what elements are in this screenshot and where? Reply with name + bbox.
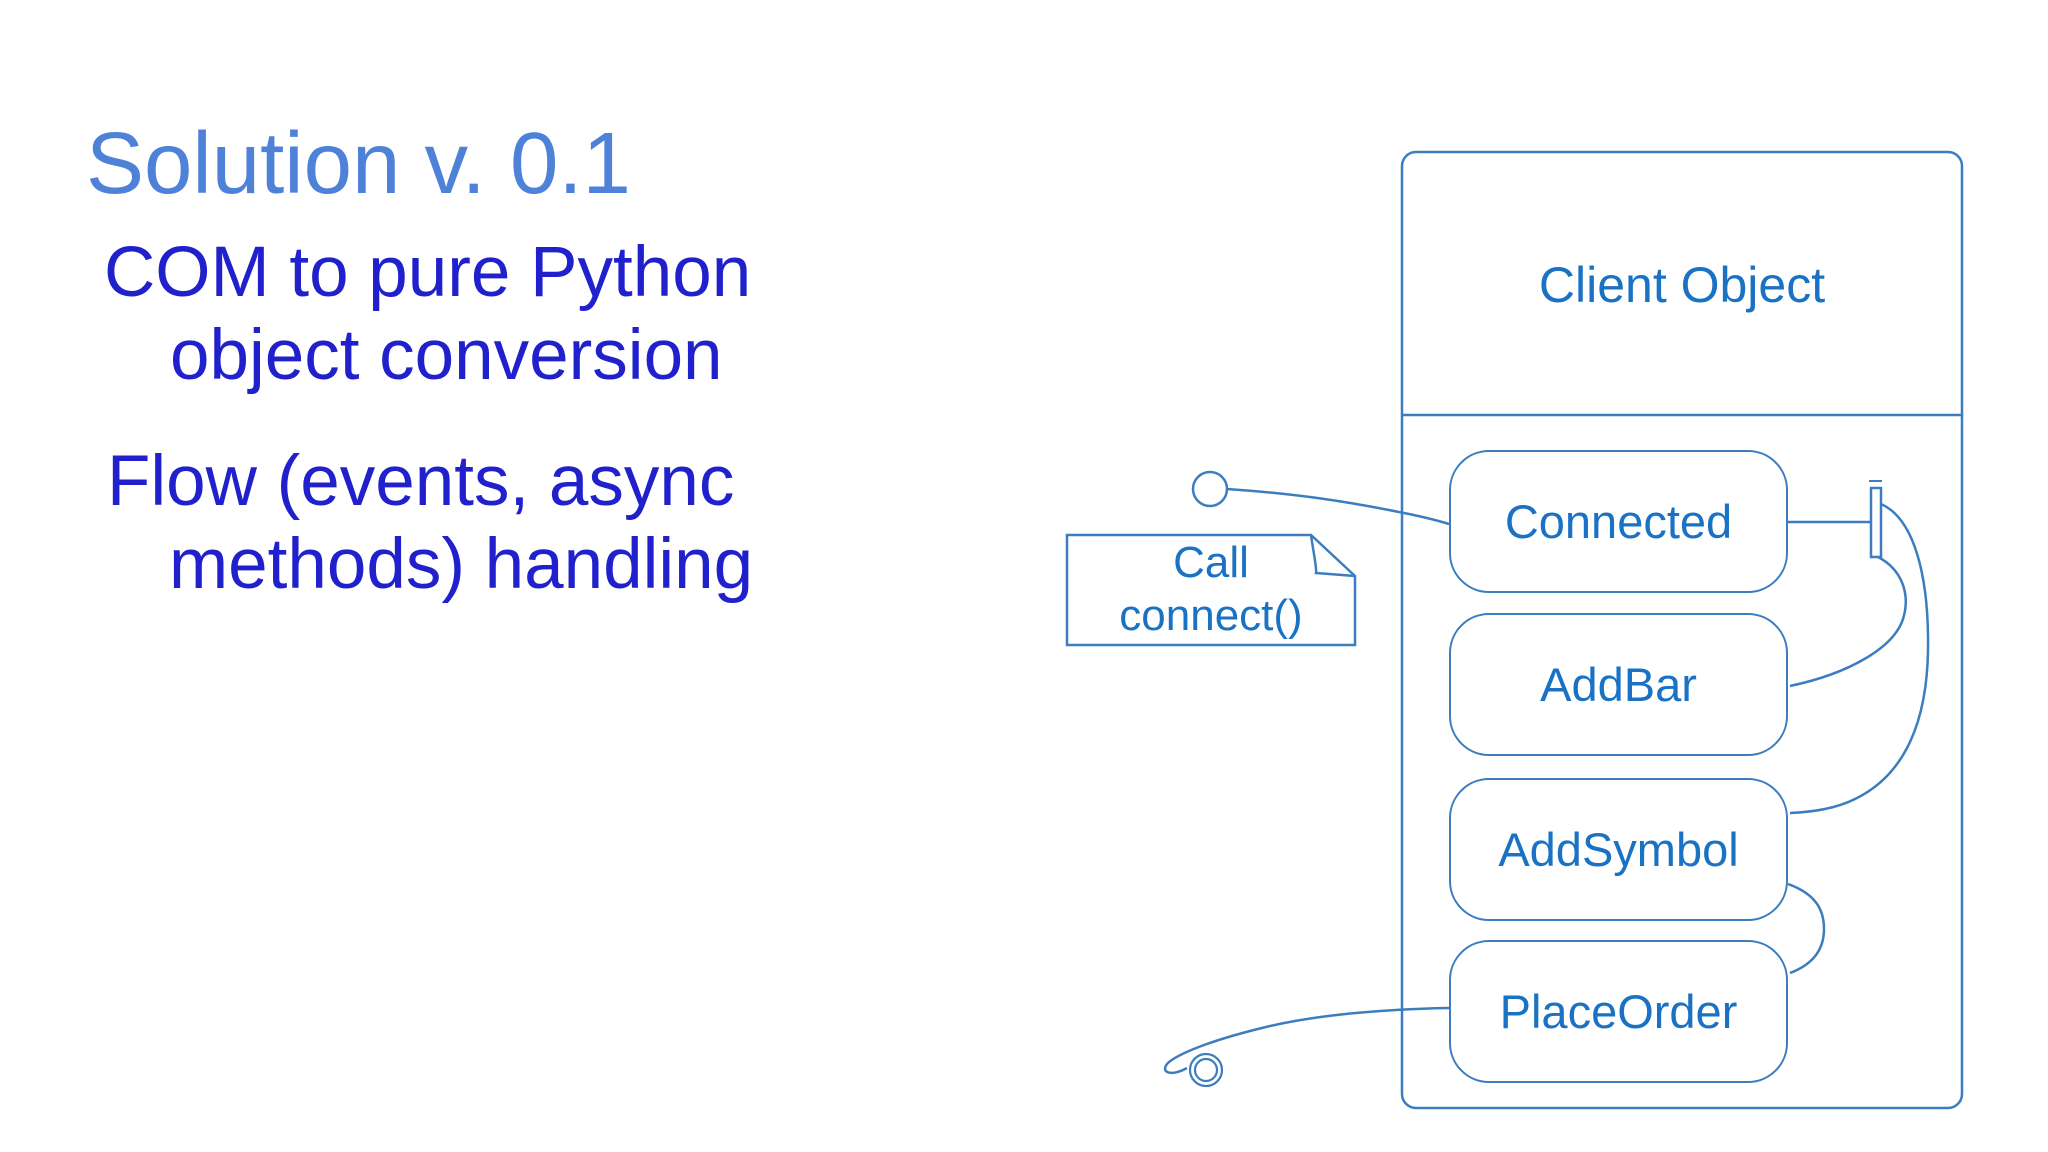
note-line: Call — [1173, 538, 1249, 588]
connector-socket-to-addbar — [1790, 557, 1906, 686]
connector-circle-to-connected — [1227, 489, 1449, 524]
connector-socket-to-addsymbol — [1790, 504, 1928, 813]
method-box-addsymbol: AddSymbol — [1449, 778, 1788, 921]
connect-interface-circle — [1193, 472, 1227, 506]
method-box-connected: Connected — [1449, 450, 1788, 593]
bullet-line: Flow (events, async — [107, 442, 735, 521]
note-fold — [1311, 535, 1355, 576]
bullet-flow-handling: Flow (events, async methods) handling — [107, 440, 753, 606]
note-shape — [1067, 535, 1355, 645]
bullet-com-conversion: COM to pure Python object conversion — [104, 231, 751, 397]
note-label: Call connect() — [1067, 535, 1355, 645]
connector-addsymbol-to-placeorder — [1788, 884, 1824, 973]
connector-placeorder-to-circle — [1165, 1008, 1449, 1073]
bullet-line: object conversion — [170, 316, 723, 395]
note-line: connect() — [1119, 591, 1303, 640]
interface-socket-bar — [1871, 488, 1881, 557]
bullet-line: COM to pure Python — [104, 233, 752, 312]
bullet-line: methods) handling — [169, 525, 754, 604]
method-box-addbar: AddBar — [1449, 613, 1788, 756]
method-box-placeorder: PlaceOrder — [1449, 940, 1788, 1083]
placeorder-interface-circle-inner — [1195, 1059, 1217, 1081]
client-object-label: Client Object — [1538, 256, 1826, 313]
page-title: Solution v. 0.1 — [86, 115, 631, 212]
client-object-box — [1402, 152, 1962, 1108]
